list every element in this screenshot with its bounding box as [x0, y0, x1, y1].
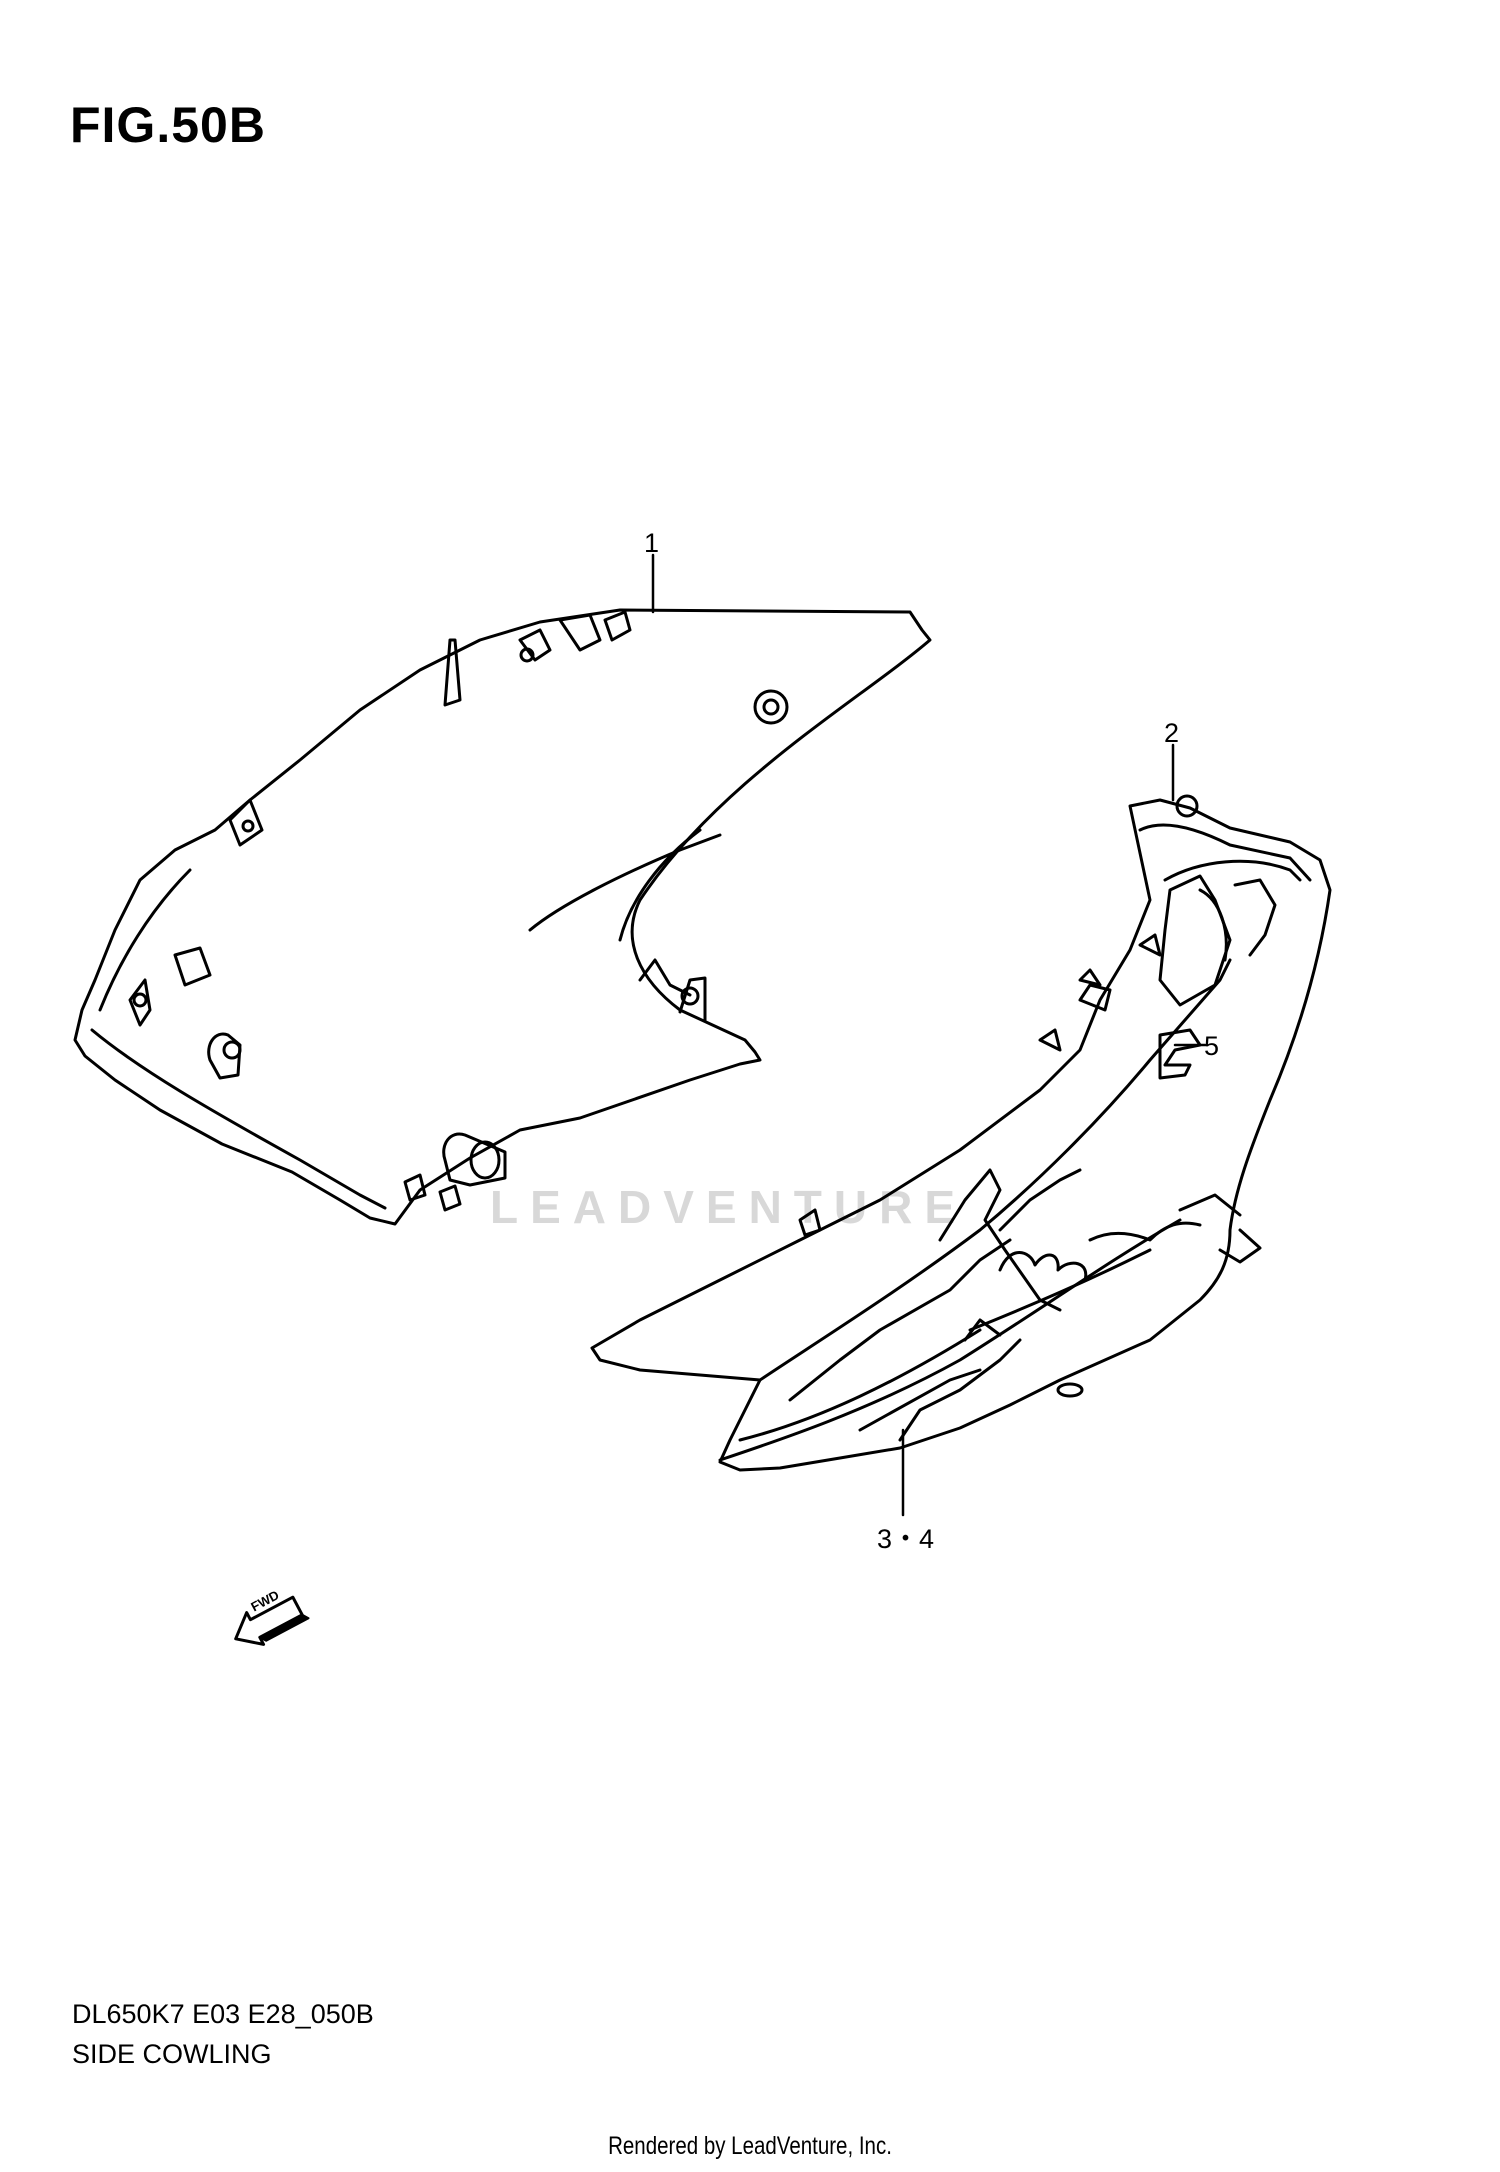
callout-2: 2 [1164, 718, 1179, 748]
figure-name: SIDE COWLING [72, 2039, 272, 2069]
figure-title: FIG.50B [70, 97, 266, 153]
callout-1: 1 [644, 528, 659, 558]
outer-cowling-panel [590, 794, 1332, 1472]
callout-5: 5 [1204, 1031, 1219, 1061]
callout-3-4: 3・4 [877, 1524, 934, 1554]
render-credit: Rendered by LeadVenture, Inc. [608, 2132, 892, 2160]
figure-code: DL650K7 E03 E28_050B [72, 1999, 374, 2029]
inner-cowling-panel [73, 608, 932, 1226]
watermark-text: LEADVENTURE [490, 1181, 968, 1233]
forward-arrow-icon [234, 1595, 310, 1646]
